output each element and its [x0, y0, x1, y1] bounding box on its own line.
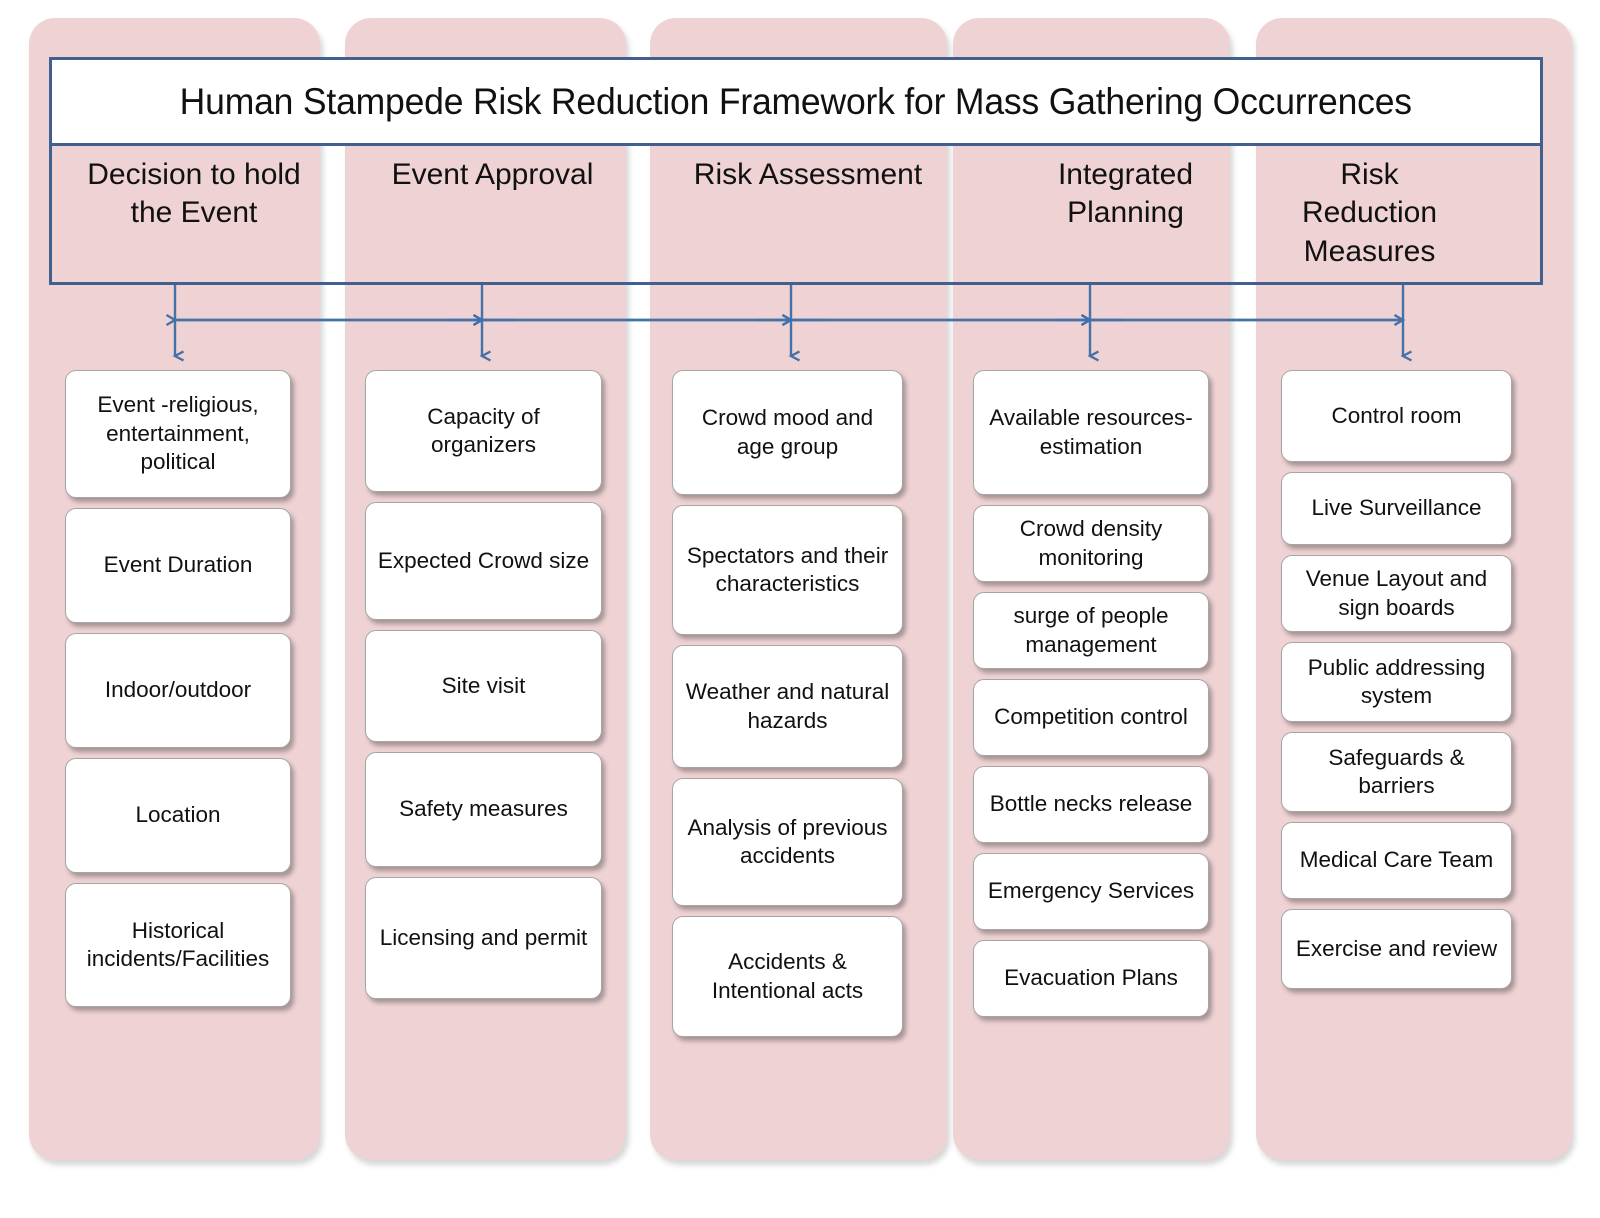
item-box-label: Bottle necks release: [989, 791, 1193, 817]
item-box[interactable]: Location: [65, 758, 291, 873]
item-box-label: Spectators and their characteristics: [686, 542, 889, 596]
item-box[interactable]: Capacity of organizers: [365, 370, 602, 492]
item-box[interactable]: Available resources-estimation: [973, 370, 1209, 495]
item-box[interactable]: surge of people management: [973, 592, 1209, 669]
item-box[interactable]: Indoor/outdoor: [65, 633, 291, 748]
item-box[interactable]: Crowd mood and age group: [672, 370, 903, 495]
item-box-label: Competition control: [994, 704, 1188, 730]
column-label-5: Risk Reduction Measures: [1284, 146, 1455, 285]
item-box[interactable]: Event -religious, entertainment, politic…: [65, 370, 291, 498]
column-label-text: Risk Assessment: [693, 158, 923, 191]
page-title: Human Stampede Risk Reduction Framework …: [179, 80, 1413, 122]
item-box[interactable]: Event Duration: [65, 508, 291, 623]
item-box-label: Expected Crowd size: [377, 547, 590, 573]
item-box[interactable]: Public addressing system: [1281, 642, 1512, 722]
item-box-label: Weather and natural hazards: [685, 679, 890, 733]
item-box-label: Accidents & Intentional acts: [711, 949, 864, 1003]
item-box[interactable]: Crowd density monitoring: [973, 505, 1209, 582]
item-box-label: surge of people management: [1013, 603, 1169, 657]
item-box[interactable]: Control room: [1281, 370, 1512, 462]
item-box-label: Location: [135, 802, 221, 828]
item-box-label: Emergency Services: [987, 878, 1195, 904]
column-label-text: Event Approval: [391, 158, 594, 191]
item-box[interactable]: Site visit: [365, 630, 602, 742]
column-label-3: Risk Assessment: [649, 146, 967, 285]
column-label-text: Decision to hold the Event: [87, 158, 301, 230]
item-box-label: Indoor/outdoor: [104, 677, 252, 703]
item-box-label: Event Duration: [103, 552, 253, 578]
item-box-label: Crowd mood and age group: [701, 405, 874, 459]
item-box[interactable]: Safeguards & barriers: [1281, 732, 1512, 812]
item-box[interactable]: Evacuation Plans: [973, 940, 1209, 1017]
item-box-label: Event -religious, entertainment, politic…: [97, 392, 259, 475]
column-label-2: Event Approval: [336, 146, 649, 285]
item-box-label: Historical incidents/Facilities: [86, 917, 270, 971]
item-box[interactable]: Expected Crowd size: [365, 502, 602, 620]
item-box[interactable]: Analysis of previous accidents: [672, 778, 903, 906]
item-box[interactable]: Accidents & Intentional acts: [672, 916, 903, 1037]
item-box-label: Venue Layout and sign boards: [1305, 566, 1488, 620]
item-box-label: Evacuation Plans: [1004, 965, 1178, 991]
item-box-label: Site visit: [441, 672, 526, 698]
item-box-label: Crowd density monitoring: [1019, 516, 1163, 570]
item-box-label: Licensing and permit: [379, 924, 588, 950]
column-label-band: Decision to hold the Event Event Approval…: [52, 146, 1540, 285]
column-label-text: Integrated Planning: [1057, 158, 1194, 230]
item-box[interactable]: Exercise and review: [1281, 909, 1512, 989]
item-box[interactable]: Emergency Services: [973, 853, 1209, 930]
framework-header: Human Stampede Risk Reduction Framework …: [49, 57, 1543, 285]
item-box-label: Control room: [1331, 402, 1462, 428]
item-box[interactable]: Historical incidents/Facilities: [65, 883, 291, 1007]
item-box[interactable]: Safety measures: [365, 752, 602, 867]
item-box-label: Live Surveillance: [1311, 495, 1482, 521]
item-box[interactable]: Medical Care Team: [1281, 822, 1512, 899]
item-box[interactable]: Licensing and permit: [365, 877, 602, 999]
item-box[interactable]: Weather and natural hazards: [672, 645, 903, 768]
item-box[interactable]: Live Surveillance: [1281, 472, 1512, 545]
column-label-4: Integrated Planning: [967, 146, 1284, 285]
column-label-text: Risk Reduction Measures: [1301, 158, 1438, 268]
item-box-label: Analysis of previous accidents: [687, 814, 888, 868]
item-box-label: Capacity of organizers: [427, 403, 540, 457]
item-box-label: Exercise and review: [1295, 935, 1498, 961]
item-box[interactable]: Competition control: [973, 679, 1209, 756]
item-box-label: Available resources-estimation: [989, 405, 1193, 459]
item-box[interactable]: Spectators and their characteristics: [672, 505, 903, 635]
item-box-label: Safeguards & barriers: [1328, 744, 1465, 798]
item-box-label: Medical Care Team: [1299, 847, 1494, 873]
item-box-label: Safety measures: [399, 796, 568, 822]
item-box[interactable]: Venue Layout and sign boards: [1281, 555, 1512, 632]
column-label-1: Decision to hold the Event: [52, 146, 336, 285]
title-bar: Human Stampede Risk Reduction Framework …: [52, 60, 1540, 146]
item-box[interactable]: Bottle necks release: [973, 766, 1209, 843]
item-box-label: Public addressing system: [1307, 654, 1486, 708]
